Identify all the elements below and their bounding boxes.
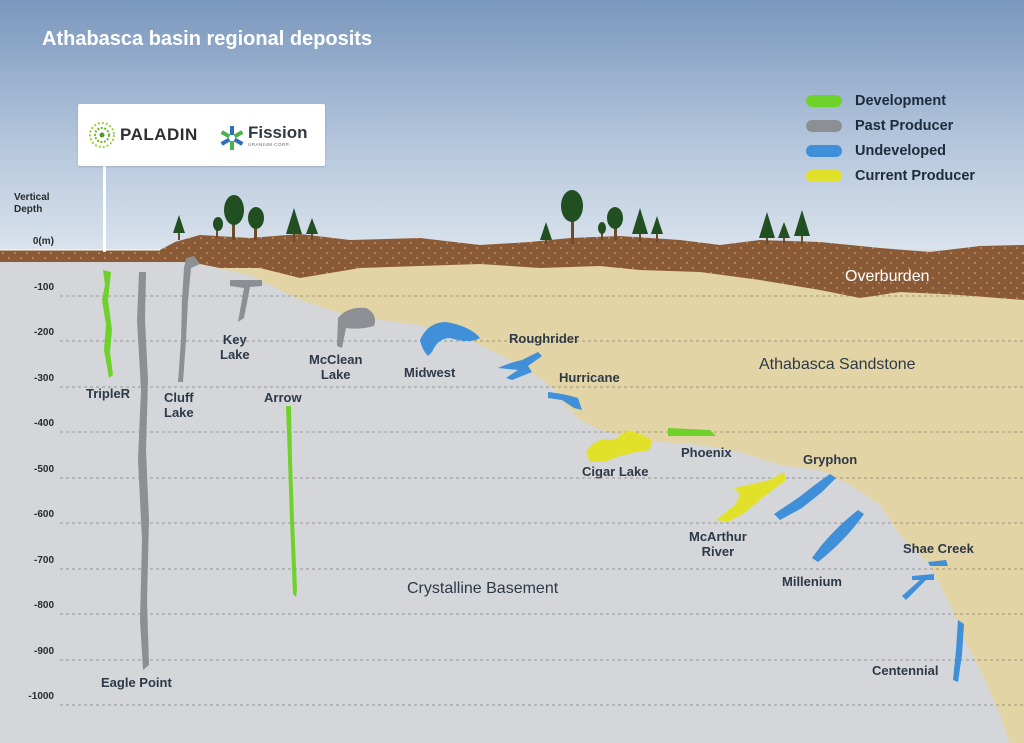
legend-item-current-producer: Current Producer — [806, 163, 975, 188]
legend: Development Past Producer Undeveloped Cu… — [806, 88, 975, 188]
legend-label-development: Development — [855, 92, 947, 109]
fission-logo-text: Fission — [248, 123, 308, 142]
depth-label-1000: -1000 — [28, 691, 54, 702]
cigar-lake-label: Cigar Lake — [582, 464, 649, 479]
athabasca-sandstone-layer — [190, 255, 1024, 743]
tripler-label: TripleR — [86, 386, 131, 401]
shae-creek-deposit — [902, 560, 948, 600]
legend-label-current-producer: Current Producer — [855, 167, 976, 184]
legend-swatch-undeveloped — [806, 144, 842, 157]
mcclean-lake-label-line1: McClean — [309, 352, 363, 367]
mcarthur-river-label-line1: McArthur — [689, 529, 747, 544]
roughrider-deposit — [498, 352, 542, 380]
midwest-label: Midwest — [404, 365, 456, 380]
depth-label-300: -300 — [33, 373, 54, 384]
phoenix-deposit — [668, 428, 716, 436]
overburden-texture — [0, 234, 1024, 300]
depth-label-200: -200 — [33, 327, 54, 338]
phoenix-label: Phoenix — [681, 445, 732, 460]
hurricane-deposit — [548, 392, 582, 410]
cluff-lake-label-line2: Lake — [164, 405, 194, 420]
arrow-label: Arrow — [264, 390, 302, 405]
mcarthur-river-label-line2: River — [701, 544, 735, 559]
key-lake-label-line2: Lake — [220, 347, 250, 362]
centennial-label: Centennial — [872, 663, 939, 678]
legend-label-undeveloped: Undeveloped — [855, 142, 947, 159]
mcarthur-river-deposit — [716, 472, 786, 522]
mcclean-lake-label: McClean Lake — [309, 352, 362, 382]
tripler-deposit — [102, 270, 113, 378]
cluff-lake-label-line1: Cluff — [164, 390, 194, 405]
midwest-deposit — [420, 322, 480, 356]
deposit-shapes — [102, 256, 964, 682]
depth-label-700: -700 — [33, 555, 54, 566]
logo-pole — [103, 166, 106, 252]
diagram-title: Athabasca basin regional deposits — [42, 28, 373, 50]
sandstone-label: Athabasca Sandstone — [759, 356, 916, 373]
legend-swatch-past-producer — [806, 119, 842, 132]
cluff-lake-deposit — [178, 256, 200, 382]
legend-item-past-producer: Past Producer — [806, 113, 975, 138]
arrow-deposit — [286, 406, 297, 597]
legend-item-undeveloped: Undeveloped — [806, 138, 975, 163]
depth-label-900: -900 — [33, 646, 54, 657]
depth-label-800: -800 — [33, 600, 54, 611]
depth-axis-title: Vertical Depth — [14, 192, 50, 215]
millenium-label: Millenium — [782, 574, 842, 589]
depth-label-500: -500 — [33, 464, 54, 475]
key-lake-label-line1: Key — [222, 332, 247, 347]
paladin-logo-text: PALADIN — [120, 125, 198, 144]
overburden-label: Overburden — [845, 268, 930, 285]
key-lake-deposit — [230, 280, 262, 322]
fission-logo-subtext: URANIUM CORP. — [248, 142, 291, 147]
legend-label-past-producer: Past Producer — [855, 117, 954, 134]
depth-label-400: -400 — [33, 418, 54, 429]
depth-label-600: -600 — [33, 509, 54, 520]
roughrider-label: Roughrider — [509, 331, 580, 346]
mcarthur-river-label: McArthur River — [689, 529, 747, 559]
cigar-lake-deposit — [586, 430, 652, 462]
trees — [173, 190, 810, 244]
legend-swatch-development — [806, 94, 842, 107]
mcclean-lake-label-line2: Lake — [320, 367, 351, 382]
shae-creek-label: Shae Creek — [903, 541, 974, 556]
depth-label-0: 0(m) — [32, 236, 54, 247]
key-lake-label: Key Lake — [220, 332, 250, 362]
depth-gridlines — [60, 295, 1024, 706]
hurricane-label: Hurricane — [559, 370, 620, 385]
mcclean-lake-deposit — [337, 307, 375, 348]
gryphon-label: Gryphon — [803, 452, 858, 467]
legend-item-development: Development — [806, 88, 975, 113]
eagle-point-deposit — [137, 272, 149, 670]
basement-label: Crystalline Basement — [407, 580, 559, 597]
depth-label-100: -100 — [33, 282, 54, 293]
millenium-deposit — [812, 510, 864, 562]
gryphon-deposit — [774, 474, 836, 520]
centennial-deposit — [953, 620, 964, 682]
logo-panel: PALADIN Fission URANIUM CORP. — [78, 104, 325, 166]
eagle-point-label: Eagle Point — [101, 675, 172, 690]
cluff-lake-label: Cluff Lake — [164, 390, 194, 420]
legend-swatch-current-producer — [806, 169, 842, 182]
